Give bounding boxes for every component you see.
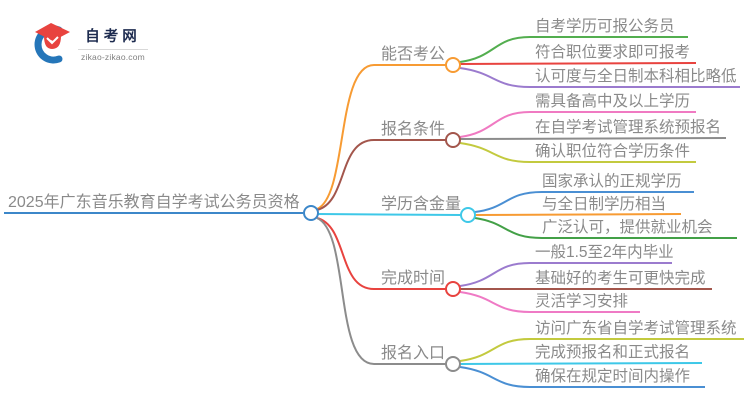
branch-1-label: 能否考公 (381, 46, 446, 63)
branch-5-child-3-line (459, 366, 705, 388)
branch-4-child-1-line (459, 262, 672, 287)
logo-text-block: 自考网 zikao-zikao.com (78, 18, 148, 62)
branch-2-node-circle (445, 132, 461, 148)
branch-1-child-2-line (459, 62, 697, 65)
branch-5-child-1-label: 访问广东省自学考试管理系统 (535, 320, 737, 337)
branch-4-node-circle (445, 281, 461, 297)
logo-domain: zikao-zikao.com (81, 52, 145, 62)
branch-2-child-1-label: 需具备高中及以上学历 (535, 93, 691, 110)
branch-5-line (316, 217, 446, 365)
branch-4-child-3-line (459, 291, 640, 313)
branch-1-child-1-label: 自考学历可报公务员 (535, 18, 675, 35)
branch-4-child-2-label: 基础好的考生可更快完成 (535, 270, 706, 287)
branch-5-child-3-label: 确保在规定时间内操作 (535, 368, 691, 385)
branch-2-child-1-line (459, 111, 696, 138)
branch-3-node-circle (460, 207, 476, 223)
logo-cap-board (35, 23, 70, 41)
branch-2-child-3-line (459, 142, 696, 163)
branch-4-child-3-label: 灵活学习安排 (535, 293, 629, 310)
root-node-circle (303, 205, 319, 221)
branch-2-child-2-label: 在自学考试管理系统预报名 (535, 119, 722, 136)
logo-title: 自考网 (85, 29, 141, 45)
branch-4-child-1-label: 一般1.5至2年内毕业 (535, 244, 674, 261)
branch-2-child-2-line (459, 137, 727, 140)
branch-3-child-2-label: 与全日制学历相当 (542, 196, 667, 213)
branch-4-line (316, 217, 446, 290)
branch-3-child-3-label: 广泛认可，提供就业机会 (542, 219, 713, 236)
branch-1-node-circle (445, 57, 461, 73)
branch-5-child-2-label: 完成预报名和正式报名 (535, 344, 691, 361)
branch-2-line (316, 139, 446, 211)
branch-1-child-3-label: 认可度与全日制本科相比略低 (535, 68, 737, 85)
logo-divider (78, 49, 148, 50)
branch-3-child-1-label: 国家承认的正规学历 (542, 173, 682, 190)
root-node-label: 2025年广东音乐教育自学考试公务员资格 (8, 194, 300, 211)
logo-cap-chevron (46, 36, 59, 45)
branch-3-line (317, 213, 462, 216)
site-logo: 自考网 zikao-zikao.com (28, 18, 148, 66)
branch-1-child-1-line (459, 36, 688, 63)
branch-3-child-2-line (474, 213, 682, 216)
branch-3-child-3-line (474, 217, 737, 239)
branch-4-label: 完成时间 (381, 270, 446, 287)
branch-5-node-circle (445, 356, 461, 372)
branch-1-child-2-label: 符合职位要求即可报考 (535, 44, 691, 61)
branch-5-child-1-line (459, 338, 744, 362)
branch-1-child-3-line (459, 67, 740, 88)
branch-3-label: 学历含金量 (381, 196, 462, 213)
branch-2-child-3-label: 确认职位符合学历条件 (535, 143, 691, 160)
branch-5-child-2-line (459, 362, 703, 365)
branch-2-label: 报名条件 (381, 121, 446, 138)
graduation-cap-logo-icon (34, 23, 70, 64)
branch-1-line (316, 64, 446, 210)
branch-3-child-1-line (474, 191, 694, 213)
branch-5-label: 报名入口 (381, 345, 446, 362)
